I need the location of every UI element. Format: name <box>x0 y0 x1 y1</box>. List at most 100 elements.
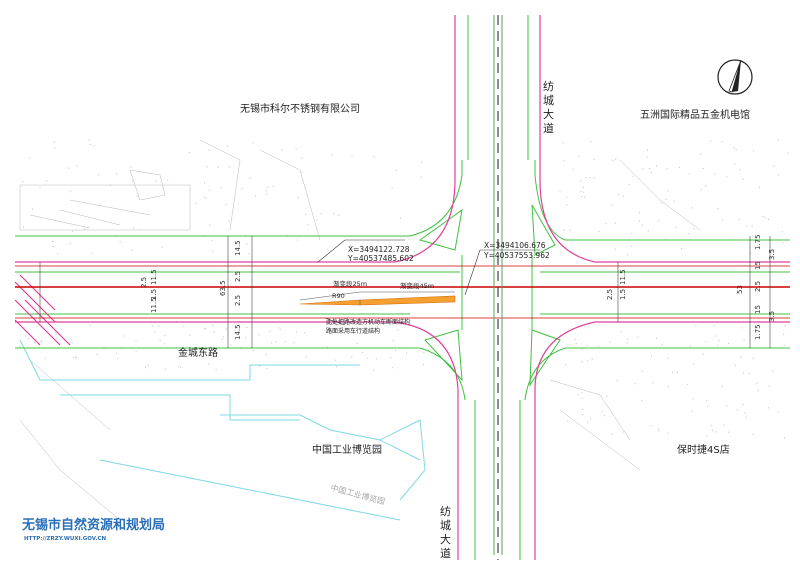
terrain-dot <box>631 233 633 235</box>
terrain-dot <box>641 224 643 226</box>
terrain-dot <box>728 431 730 433</box>
terrain-dot <box>164 334 166 336</box>
terrain-dot <box>586 421 589 423</box>
terrain-dot <box>784 325 786 327</box>
terrain-dot <box>89 324 91 326</box>
terrain-dot <box>710 424 712 427</box>
dimension-west: 63.5 14.5 2.5 2.5 14.5 11.5 1.5 2.5 11.5 <box>140 240 242 340</box>
terrain-dot <box>743 339 745 341</box>
terrain-dot <box>368 332 370 334</box>
terrain-dot <box>588 326 590 328</box>
terrain-dot <box>609 341 611 343</box>
terrain-dot <box>420 176 422 178</box>
survey-point-2: X=3494106.676 Y=40537553.962 <box>483 241 550 260</box>
road-char: 道 <box>440 546 451 560</box>
road-char: 城 <box>543 94 554 107</box>
terrain-dot <box>709 140 712 142</box>
terrain-dot <box>39 186 41 188</box>
terrain-dot <box>258 365 261 367</box>
terrain-dot <box>721 386 723 388</box>
terrain-dot <box>135 340 137 342</box>
terrain-dot <box>305 356 307 358</box>
terrain-dot <box>228 220 230 222</box>
terrain-dot <box>745 416 747 418</box>
terrain-dot <box>327 346 329 348</box>
terrain-dot <box>626 342 628 344</box>
terrain-dot <box>752 150 755 152</box>
dim-mid-3: 1.5 <box>619 289 627 300</box>
terrain-dot <box>88 139 90 141</box>
terrain-dot <box>777 139 780 141</box>
terrain-dot <box>116 173 118 175</box>
terrain-dot <box>293 342 295 344</box>
terrain-dot <box>676 372 678 374</box>
terrain-dot <box>658 430 660 432</box>
terrain-dot <box>567 420 569 422</box>
terrain-dot <box>144 367 147 369</box>
north-arrow-icon <box>717 59 753 95</box>
terrain-dot <box>783 333 785 336</box>
terrain-dot <box>366 357 368 359</box>
terrain-dot <box>721 219 724 221</box>
terrain-dot <box>71 230 74 232</box>
terrain-dot <box>244 337 247 339</box>
terrain-dot <box>413 250 415 253</box>
terrain-dot <box>52 245 55 248</box>
terrain-dot <box>655 337 658 339</box>
annotation-radius: R90 <box>332 292 345 300</box>
terrain-dot <box>634 383 637 385</box>
terrain-dot <box>723 424 725 426</box>
terrain-dot <box>151 325 153 327</box>
terrain-dot <box>626 338 629 340</box>
centerline-ns-solid <box>493 15 503 555</box>
terrain-dot <box>123 335 125 337</box>
terrain-dot <box>279 328 281 331</box>
terrain-dot <box>604 415 606 417</box>
terrain-dot <box>281 149 283 151</box>
terrain-dot <box>76 165 78 167</box>
label-road-north-south-bottom: 纺 城 大 道 <box>440 504 451 560</box>
terrain-dot <box>395 169 397 171</box>
terrain-dot <box>742 178 744 180</box>
terrain-dot <box>27 338 29 340</box>
survey-x: X=3494106.676 <box>484 241 546 250</box>
terrain-dot <box>97 174 99 176</box>
boundary-lines <box>19 339 426 521</box>
terrain-dot <box>136 195 138 197</box>
terrain-dot <box>658 428 660 430</box>
terrain-dot <box>44 357 47 359</box>
terrain-dot <box>739 168 741 170</box>
terrain-dot <box>590 418 592 420</box>
terrain-dot <box>217 166 219 168</box>
terrain-dot <box>75 357 77 359</box>
terrain-dot <box>204 182 206 184</box>
terrain-dot <box>69 242 72 244</box>
terrain-dot <box>741 327 743 329</box>
terrain-dot <box>375 358 377 360</box>
terrain-dot <box>743 372 745 374</box>
terrain-dot <box>54 147 56 149</box>
terrain-dot <box>563 160 565 162</box>
terrain-dot <box>400 217 402 219</box>
terrain-dot <box>55 333 57 336</box>
terrain-dot <box>578 155 580 158</box>
terrain-dot <box>783 344 785 346</box>
road-char: 纺 <box>543 79 554 93</box>
terrain-dot <box>267 186 269 188</box>
terrain-dot <box>55 331 57 333</box>
terrain-dot <box>777 411 780 413</box>
terrain-dot <box>226 145 229 147</box>
terrain-dot <box>165 368 167 370</box>
terrain-dot <box>748 372 751 375</box>
terrain-dot <box>688 173 690 175</box>
dim-east-3: 2.5 <box>754 281 762 292</box>
dim-east-2: 15 <box>754 261 762 270</box>
terrain-dot <box>132 227 135 229</box>
terrain-dot <box>773 165 775 167</box>
terrain-dot <box>275 341 277 343</box>
terrain-dot <box>646 156 648 158</box>
terrain-dot <box>646 149 649 151</box>
survey-y: Y=40537553.962 <box>483 251 550 260</box>
terrain-dot <box>641 370 643 372</box>
terrain-dot <box>740 356 742 358</box>
